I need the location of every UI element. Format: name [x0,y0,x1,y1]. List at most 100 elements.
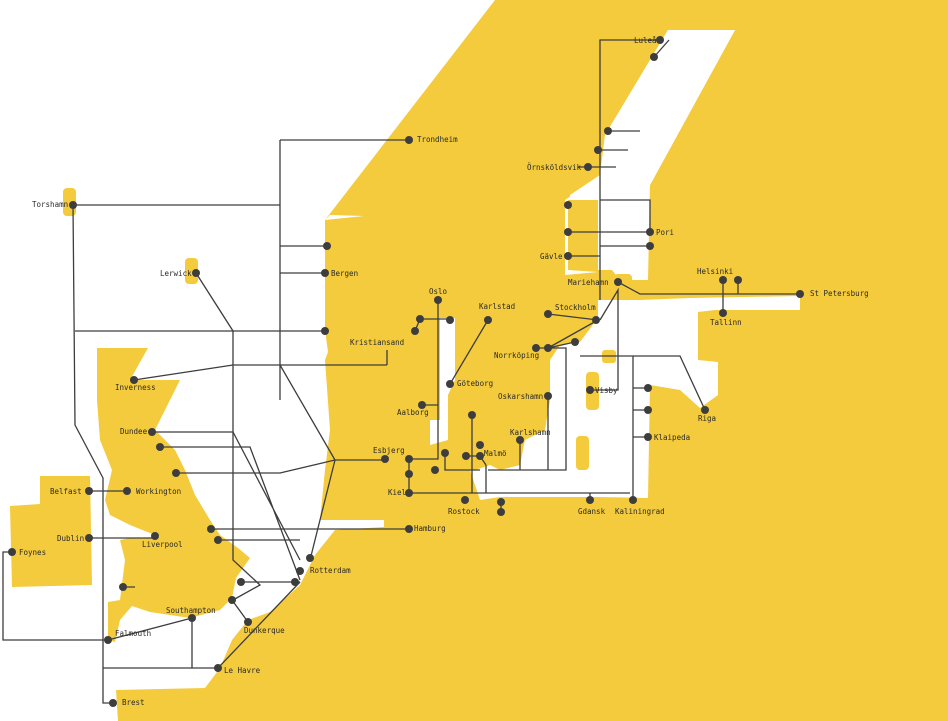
port-dot-dublin[interactable] [85,534,93,542]
port-dot-torshamn[interactable] [69,201,77,209]
port-dot-ornskoldsvik[interactable] [584,163,592,171]
port-dot-oskarshamn[interactable] [544,392,552,400]
port-dot-lerwick[interactable] [192,269,200,277]
port-dot-larvik[interactable] [416,315,424,323]
great-britain-land [97,348,250,642]
port-dot-lulea[interactable] [656,36,664,44]
port-dot-pori[interactable] [646,228,654,236]
port-dot-mariehamn[interactable] [614,278,622,286]
port-dot-lulea-2[interactable] [650,53,658,61]
port-dot-stockholm[interactable] [592,316,600,324]
port-dot-nynashamn[interactable] [544,344,552,352]
ireland-land [10,476,92,587]
port-dot-workington[interactable] [123,487,131,495]
label-rostock: Rostock [448,507,480,516]
port-dot-umea[interactable] [594,146,602,154]
label-ornskoldsvik: Örnsköldsvik [527,163,582,172]
port-dot-st-petersburg[interactable] [796,290,804,298]
port-dot-esbjerg[interactable] [381,455,389,463]
port-dot-trondheim[interactable] [405,136,413,144]
port-dot-foynes[interactable] [8,548,16,556]
label-helsinki: Helsinki [697,267,733,276]
port-dot-visby[interactable] [586,386,594,394]
port-dot-dover[interactable] [228,596,236,604]
port-dot-gdansk[interactable] [586,496,594,504]
port-dot-inverness[interactable] [130,376,138,384]
port-dot-oslo[interactable] [434,296,442,304]
port-dot-stockholm-west[interactable] [544,310,552,318]
port-dot-bergen[interactable] [321,269,329,277]
port-dot-skelleftea[interactable] [604,127,612,135]
port-dot-newcastle[interactable] [172,469,180,477]
port-dot-rauma[interactable] [646,242,654,250]
port-dot-kristiansand[interactable] [321,327,329,335]
port-dot-liepaja[interactable] [644,406,652,414]
port-dot-hudiksvall[interactable] [564,228,572,236]
land-masses [10,0,948,721]
port-dot-sassnitz[interactable] [497,498,505,506]
label-belfast: Belfast [50,487,82,496]
port-dot-dundee[interactable] [148,428,156,436]
port-dot-brest[interactable] [109,699,117,707]
port-dot-karlshamn[interactable] [516,436,524,444]
port-dot-ventspils[interactable] [644,384,652,392]
port-dot-tallinn[interactable] [719,309,727,317]
port-dot-malmo[interactable] [476,452,484,460]
label-falmouth: Falmouth [115,629,151,638]
port-dot-esbjerg-east[interactable] [405,455,413,463]
port-dot-aalborg[interactable] [418,401,426,409]
port-dot-belfast[interactable] [85,487,93,495]
port-dot-swinoujscie[interactable] [497,508,505,516]
route-lerwick [195,272,262,601]
label-karlstad: Karlstad [479,302,515,311]
port-dot-fredericia[interactable] [405,470,413,478]
label-brest: Brest [122,698,145,707]
label-riga: Riga [698,414,716,423]
port-dot-falmouth[interactable] [104,636,112,644]
port-dot-goteborg[interactable] [446,380,454,388]
port-dot-helsingor[interactable] [476,441,484,449]
port-dot-zeebrugge[interactable] [291,578,299,586]
port-dot-dunkerque[interactable] [244,618,252,626]
port-dot-oslo-fjord[interactable] [446,316,454,324]
label-dublin: Dublin [57,534,84,543]
port-dot-helsinki-2[interactable] [734,276,742,284]
port-dot-fyn[interactable] [431,466,439,474]
continent-land [116,0,948,721]
label-goteborg: Göteborg [457,379,493,388]
oland-island [576,436,589,470]
port-dot-norrkoping[interactable] [532,344,540,352]
port-dot-helsinki[interactable] [719,276,727,284]
label-le-havre: Le Havre [224,666,261,675]
port-dot-hamburg[interactable] [405,525,413,533]
port-dot-gavle[interactable] [564,252,572,260]
label-stockholm: Stockholm [555,303,596,312]
port-dot-kapellskar[interactable] [571,338,579,346]
port-dot-kristiansand-east[interactable] [411,327,419,335]
label-esbjerg: Esbjerg [373,446,405,455]
port-dot-rostock[interactable] [461,496,469,504]
label-malmo: Malmö [484,449,507,458]
label-karlshamn: Karlshamn [510,428,551,437]
port-dot-southampton[interactable] [188,614,196,622]
port-dot-liverpool[interactable] [151,532,159,540]
port-dot-sundsvall[interactable] [564,201,572,209]
port-dot-karlstad[interactable] [484,316,492,324]
port-dot-kiel[interactable] [405,489,413,497]
port-dot-ijmuiden[interactable] [306,554,314,562]
port-dot-rotterdam[interactable] [296,567,304,575]
port-dot-immingham[interactable] [214,536,222,544]
port-dot-helsingborg[interactable] [468,411,476,419]
port-dot-rosyth[interactable] [156,443,164,451]
port-dot-harwich[interactable] [237,578,245,586]
label-kiel: Kiel [388,488,406,497]
port-dot-swansea[interactable] [119,583,127,591]
port-dot-kalundborg[interactable] [441,449,449,457]
port-dot-copenhagen[interactable] [462,452,470,460]
port-dot-riga[interactable] [701,406,709,414]
port-dot-hull[interactable] [207,525,215,533]
port-dot-le-havre[interactable] [214,664,222,672]
port-dot-bergen-north[interactable] [323,242,331,250]
port-dot-kaliningrad[interactable] [629,496,637,504]
port-dot-klaipeda[interactable] [644,433,652,441]
